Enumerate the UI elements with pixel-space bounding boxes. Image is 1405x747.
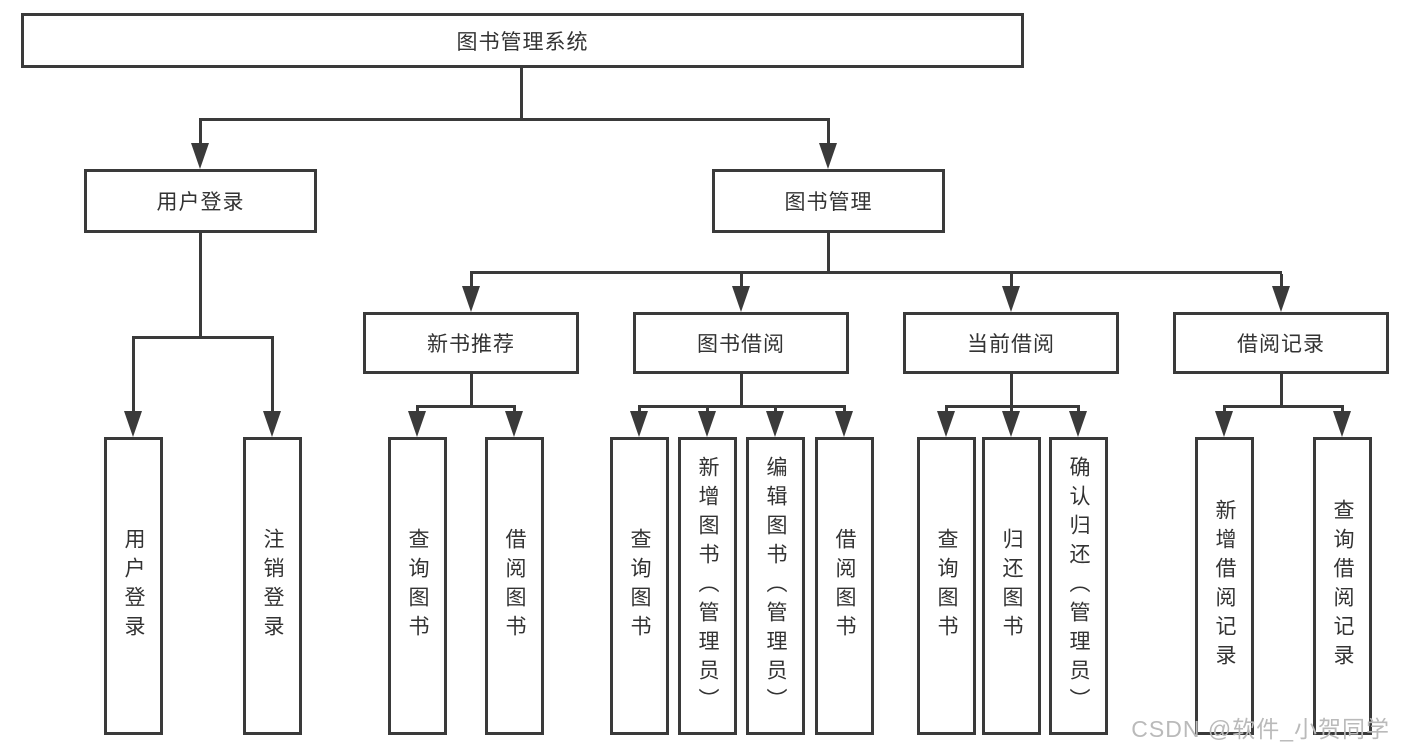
arrow-down [835,411,853,437]
connector-line [1280,274,1283,288]
connector-line [199,233,202,336]
arrow-down [1069,411,1087,437]
leaf-newbook-borrow: 借阅图书 [485,437,544,735]
arrow-down [505,411,523,437]
arrow-down [408,411,426,437]
node-user-login-label: 用户登录 [156,191,245,214]
connector-line [520,68,523,121]
node-user-login: 用户登录 [84,169,317,233]
connector-line [416,405,516,408]
connector-line [132,336,274,339]
node-book-management: 图书管理 [712,169,945,233]
connector-line [740,374,743,408]
node-borrow-records-label: 借阅记录 [1237,333,1325,356]
leaf-newbook-borrow-label: 借阅图书 [503,528,526,644]
leaf-current-confirm-label: 确认归还（管理员） [1067,455,1090,717]
connector-line [827,233,830,274]
arrow-down [462,286,480,312]
arrow-down [124,411,142,437]
leaf-borrowing-edit-label: 编辑图书（管理员） [764,455,787,717]
connector-line [199,121,202,145]
connector-line [470,374,473,408]
leaf-borrowing-add-label: 新增图书（管理员） [696,455,719,717]
leaf-records-add-label: 新增借阅记录 [1213,499,1236,673]
connector-line [470,271,1282,274]
leaf-logout: 注销登录 [243,437,302,735]
node-book-borrowing-label: 图书借阅 [697,333,785,356]
leaf-newbook-query: 查询图书 [388,437,447,735]
leaf-borrowing-edit: 编辑图书（管理员） [746,437,805,735]
arrow-down [1002,286,1020,312]
node-new-book-rec: 新书推荐 [363,312,579,374]
leaf-current-confirm: 确认归还（管理员） [1049,437,1108,735]
connector-line [740,274,743,288]
leaf-current-query-label: 查询图书 [935,528,958,644]
arrow-down [191,143,209,169]
leaf-user-login: 用户登录 [104,437,163,735]
connector-line [470,274,473,288]
leaf-current-return-label: 归还图书 [1000,528,1023,644]
arrow-down [766,411,784,437]
connector-line [1010,274,1013,288]
node-book-management-label: 图书管理 [784,191,873,214]
leaf-borrowing-query-label: 查询图书 [628,528,651,644]
watermark: CSDN @软件_小贺同学 [1131,716,1390,742]
leaf-current-return: 归还图书 [982,437,1041,735]
connector-line [271,339,274,411]
arrow-down [937,411,955,437]
leaf-logout-label: 注销登录 [261,528,284,644]
connector-line [199,118,830,121]
leaf-current-query: 查询图书 [917,437,976,735]
arrow-down [1215,411,1233,437]
node-new-book-rec-label: 新书推荐 [427,333,515,356]
leaf-records-query-label: 查询借阅记录 [1331,499,1354,673]
node-root-label: 图书管理系统 [456,30,589,54]
arrow-down [1333,411,1351,437]
leaf-borrowing-query: 查询图书 [610,437,669,735]
node-book-borrowing: 图书借阅 [633,312,849,374]
arrow-down [263,411,281,437]
connector-line [132,339,135,411]
leaf-borrowing-add: 新增图书（管理员） [678,437,737,735]
node-current-borrowing-label: 当前借阅 [967,333,1055,356]
arrow-down [630,411,648,437]
connector-line [1223,405,1344,408]
arrow-down [1272,286,1290,312]
connector-line [945,405,1080,408]
node-borrow-records: 借阅记录 [1173,312,1389,374]
node-root: 图书管理系统 [21,13,1024,68]
connector-line [638,405,846,408]
connector-line [1010,374,1013,408]
connector-line [1280,374,1283,408]
leaf-user-login-label: 用户登录 [122,528,145,644]
leaf-records-query: 查询借阅记录 [1313,437,1372,735]
connector-line [827,121,830,145]
leaf-borrowing-borrow: 借阅图书 [815,437,874,735]
leaf-records-add: 新增借阅记录 [1195,437,1254,735]
arrow-down [732,286,750,312]
node-current-borrowing: 当前借阅 [903,312,1119,374]
arrow-down [819,143,837,169]
arrow-down [1002,411,1020,437]
leaf-borrowing-borrow-label: 借阅图书 [833,528,856,644]
arrow-down [698,411,716,437]
leaf-newbook-query-label: 查询图书 [406,528,429,644]
